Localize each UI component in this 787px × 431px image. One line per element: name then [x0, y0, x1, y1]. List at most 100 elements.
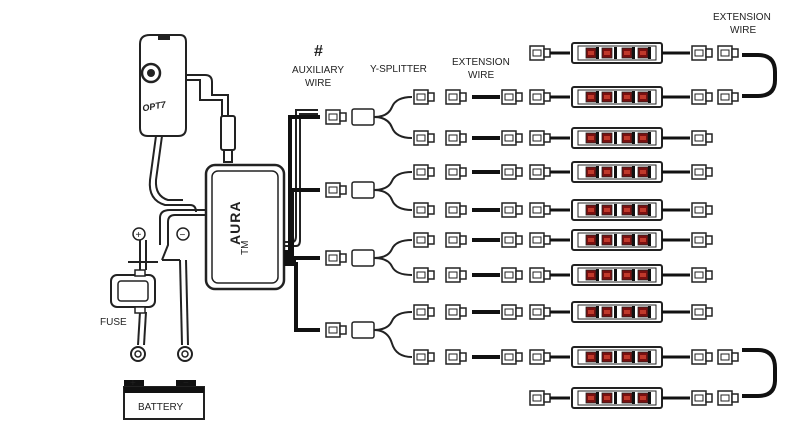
row-2-splitter-out-tip: [427, 167, 435, 177]
led-top-chip-core-3: [640, 51, 646, 55]
led-row-5-chip-core-0: [588, 273, 594, 277]
splitter-plug-0-tip: [339, 112, 347, 122]
row-2-led-in-tip: [543, 167, 551, 177]
power-wires: + −: [130, 204, 206, 362]
row-3-ext-out-pin: [504, 206, 514, 214]
row-4-ext-out-tip: [515, 235, 523, 245]
led-row-3-stripe-2: [632, 204, 635, 216]
row-0-led-in-pin: [532, 93, 542, 101]
battery-icon: + − BATTERY: [123, 378, 205, 420]
led-row-4-chip-core-2: [624, 238, 630, 242]
led-row-4-chip-core-3: [640, 238, 646, 242]
led-row-3-chip-core-2: [624, 208, 630, 212]
led-row-2-stripe-3: [648, 166, 651, 178]
led-bottom-stripe-3: [648, 392, 651, 404]
led-row-1-chip-core-3: [640, 136, 646, 140]
row-5-led-out-pin: [694, 271, 704, 279]
row-7-led-in-tip: [543, 352, 551, 362]
minus-marker: −: [180, 230, 186, 241]
row-0-led-in-tip: [543, 92, 551, 102]
row-7-led-in-pin: [532, 353, 542, 361]
row-6-ext-out-pin: [504, 308, 514, 316]
row-2-led-out-pin: [694, 168, 704, 176]
led-row-1-chip-core-2: [624, 136, 630, 140]
led-row-7-stripe-0: [596, 351, 599, 363]
led-top-in-tip: [543, 48, 551, 58]
row-1-ext-in-tip: [459, 133, 467, 143]
led-row-2-chip-core-3: [640, 170, 646, 174]
row-7-splitter-out-pin: [416, 353, 426, 361]
row-2-led-out-tip: [705, 167, 713, 177]
led-bottom-stripe-1: [614, 392, 617, 404]
row-1-ext-out-tip: [515, 133, 523, 143]
row-5-splitter-out-pin: [416, 271, 426, 279]
led-bottom-out-tip: [705, 393, 713, 403]
remote-controller-icon: OPT7: [139, 34, 236, 206]
ysplitter-body-1: [351, 181, 375, 199]
led-row-1-stripe-0: [596, 132, 599, 144]
ybranch-lower-1: [373, 189, 413, 211]
row-5-led-out-tip: [705, 270, 713, 280]
row-1-led-in-tip: [543, 133, 551, 143]
ybranch-lower-0: [373, 116, 413, 139]
row-5-ext-in-pin: [448, 271, 458, 279]
row-0-far-ext-tip: [731, 92, 739, 102]
ybranch-upper-1: [373, 171, 413, 191]
led-row-4-chip-core-0: [588, 238, 594, 242]
row-3-ext-in-tip: [459, 205, 467, 215]
row-2-ext-out-pin: [504, 168, 514, 176]
led-row-4-stripe-3: [648, 234, 651, 246]
row-4-splitter-out-tip: [427, 235, 435, 245]
led-row-7-stripe-2: [632, 351, 635, 363]
row-4-led-in-pin: [532, 236, 542, 244]
row-0-far-ext-pin: [720, 93, 730, 101]
row-5-ext-out-pin: [504, 271, 514, 279]
row-2-ext-in-pin: [448, 168, 458, 176]
splitter-plug-2-pin: [328, 254, 338, 262]
led-bottom-ext-tip: [731, 393, 739, 403]
led-bottom-stripe-0: [596, 392, 599, 404]
led-bottom-chip-core-2: [624, 396, 630, 400]
extension-top-label-line1: EXTENSION: [713, 12, 771, 23]
led-row-1-chip-core-1: [604, 136, 610, 140]
ysplitter-body-3: [351, 321, 375, 339]
row-3-led-out-pin: [694, 206, 704, 214]
main-wire-0: [284, 115, 320, 254]
row-0-ext-out-pin: [504, 93, 514, 101]
led-row-5-stripe-2: [632, 269, 635, 281]
extension-label-line1: EXTENSION: [452, 57, 510, 68]
row-3-ext-out-tip: [515, 205, 523, 215]
row-6-led-out-tip: [705, 307, 713, 317]
led-row-2-stripe-2: [632, 166, 635, 178]
splitter-plug-1-pin: [328, 186, 338, 194]
led-top-out-pin: [694, 49, 704, 57]
fuse-holder-icon: [110, 261, 158, 314]
row-5-ext-out-tip: [515, 270, 523, 280]
led-row-5-stripe-0: [596, 269, 599, 281]
row-2-led-in-pin: [532, 168, 542, 176]
led-row-7-stripe-3: [648, 351, 651, 363]
ybranch-upper-3: [373, 311, 413, 331]
led-top-chip-core-2: [624, 51, 630, 55]
fuse-label: FUSE: [100, 317, 127, 328]
row-7-ext-out-tip: [515, 352, 523, 362]
splitter-plug-1-tip: [339, 185, 347, 195]
row-4-splitter-out-pin: [416, 236, 426, 244]
row-7-far-ext-pin: [720, 353, 730, 361]
led-row-1-stripe-2: [632, 132, 635, 144]
led-row-5-chip-core-2: [624, 273, 630, 277]
branch-network: [284, 42, 739, 409]
led-top-stripe-0: [596, 47, 599, 59]
row-6-ext-out-tip: [515, 307, 523, 317]
led-row-1-stripe-1: [614, 132, 617, 144]
led-row-2-chip-core-2: [624, 170, 630, 174]
led-row-0-stripe-3: [648, 91, 651, 103]
ybranch-upper-2: [373, 239, 413, 259]
row-3-splitter-out-pin: [416, 206, 426, 214]
row-6-ext-in-pin: [448, 308, 458, 316]
aux-label-line2: WIRE: [305, 78, 331, 89]
aux-hash: #: [314, 43, 323, 60]
row-6-splitter-out-tip: [427, 307, 435, 317]
led-top-ext-pin: [720, 49, 730, 57]
